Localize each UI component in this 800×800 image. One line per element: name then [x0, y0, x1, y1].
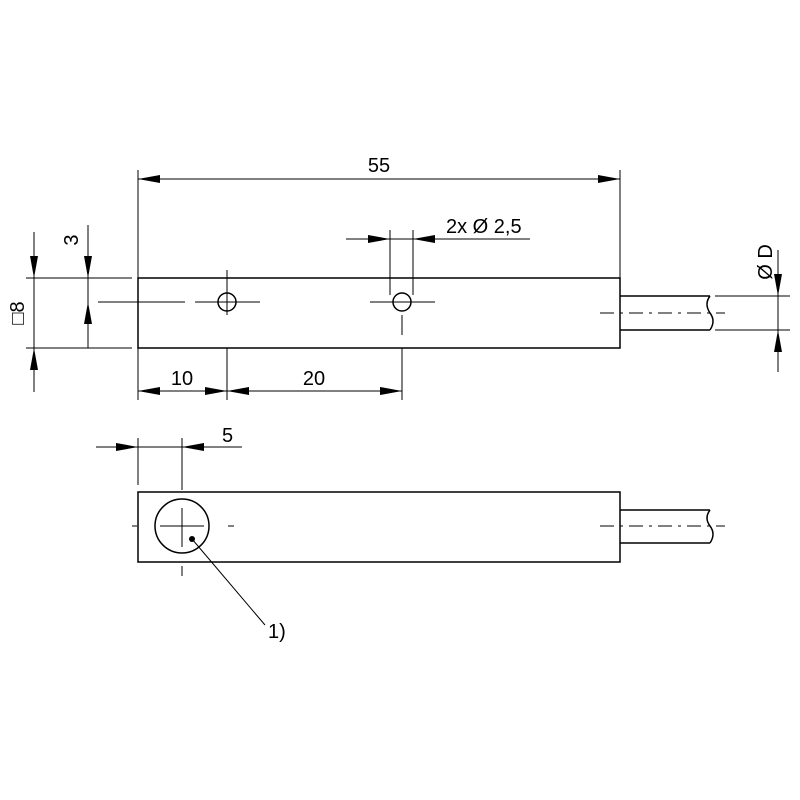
sensor-body-top: [137, 277, 621, 349]
dim-face-offset: 5: [96, 425, 242, 490]
dim-offset-label: 3: [61, 234, 83, 245]
dim-height: □8: [7, 232, 132, 392]
top-view: [98, 270, 725, 349]
leader-line: [191, 538, 266, 626]
cable-top: [600, 295, 725, 331]
dim-offset: 3: [61, 225, 92, 348]
dim-holes-label: 2x Ø 2,5: [446, 216, 522, 238]
sensor-body-side: [137, 491, 621, 563]
dim-diameter-label: Ø D: [755, 244, 777, 280]
dim-length: 55: [137, 155, 621, 278]
dim-height-label: □8: [7, 301, 29, 324]
dim-pos1-label: 10: [171, 368, 193, 390]
dim-holes: 2x Ø 2,5: [346, 216, 530, 295]
dim-pos2-label: 20: [303, 368, 325, 390]
dim-diameter: Ø D: [715, 244, 790, 372]
dim-length-label: 55: [368, 155, 390, 177]
ref-note-label: 1): [268, 621, 286, 643]
sensing-face: [154, 498, 210, 554]
side-view: 1): [132, 491, 725, 643]
dim-face-offset-label: 5: [222, 425, 233, 447]
dim-positions: 10 20: [137, 348, 403, 400]
cable-side: [600, 509, 725, 544]
